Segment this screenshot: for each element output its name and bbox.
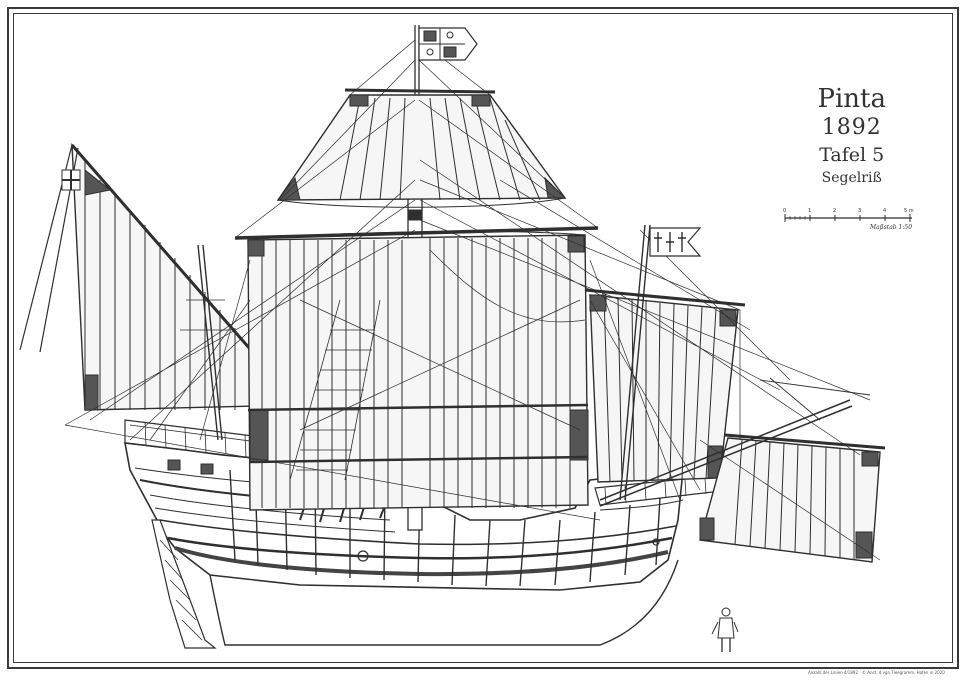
outer-border xyxy=(7,7,959,669)
plate-number: Tafel 5 xyxy=(819,144,885,166)
main-course-sail xyxy=(234,226,599,511)
scale-label: Maßstab 1:50 xyxy=(870,224,913,231)
title-block: Pinta 1892 Tafel 5 Segelriß xyxy=(817,84,886,188)
drawing-subject: Segelriß xyxy=(821,170,882,186)
rigging xyxy=(64,39,881,561)
scale-tick-0: 0 xyxy=(783,208,786,214)
scale-bar xyxy=(784,214,912,222)
footer-left: Anzahl der Linien 4/1892 xyxy=(808,670,858,675)
fore-banner xyxy=(649,227,702,257)
main-topsail xyxy=(276,88,567,208)
masthead-banner xyxy=(418,27,478,61)
ship-name: Pinta xyxy=(817,84,886,114)
scale-tick-1: 1 xyxy=(808,208,811,214)
scale-tick-4: 4 xyxy=(883,208,886,214)
year: 1892 xyxy=(821,115,882,140)
scale-tick-2: 2 xyxy=(833,208,836,214)
human-figure-icon xyxy=(711,607,739,652)
scale-tick-5: 5 m xyxy=(904,208,914,214)
scale-tick-3: 3 xyxy=(858,208,861,214)
footer-right: © Anst. d.vgn.Tieegramm, Hafen in 2020 xyxy=(862,670,945,675)
inner-border xyxy=(13,13,953,663)
